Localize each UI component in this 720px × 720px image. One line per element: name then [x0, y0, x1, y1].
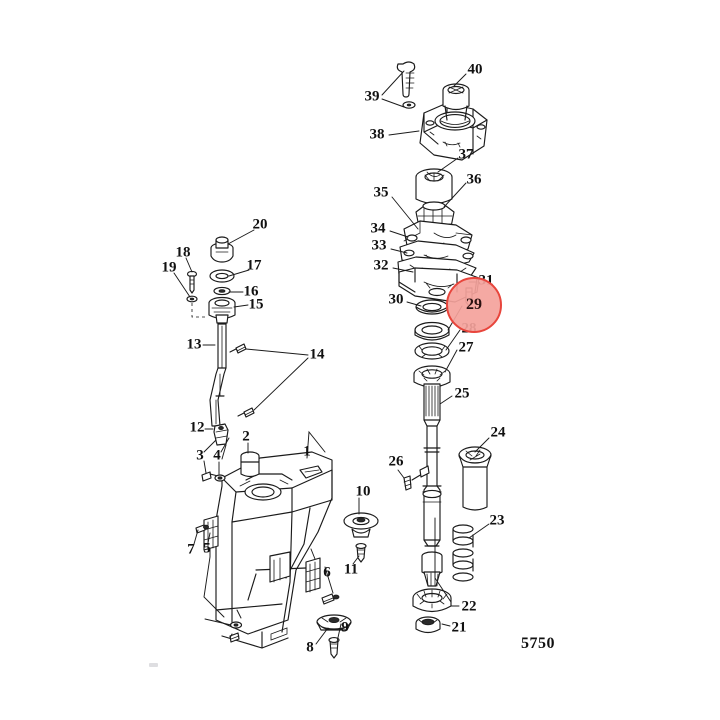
part-3-4-bolts-upper [201, 471, 226, 482]
part-20-shift-shaft-bushing [210, 236, 234, 263]
diagram-id-code: 5750 [521, 635, 555, 652]
highlight-callout-number: 29 [466, 296, 482, 313]
part-30-oil-seal [415, 299, 449, 315]
callout-8[interactable]: 8 [306, 639, 314, 656]
callout-21[interactable]: 21 [451, 619, 467, 636]
callout-6[interactable]: 6 [323, 564, 331, 581]
callout-30[interactable]: 30 [388, 291, 404, 308]
callout-14[interactable]: 14 [309, 346, 325, 363]
callout-22[interactable]: 22 [461, 598, 477, 615]
part-3-4-bolts-lower [229, 621, 243, 643]
leader-29 [447, 305, 463, 331]
callout-23[interactable]: 23 [489, 512, 505, 529]
part-7-screw [195, 524, 209, 534]
part-13-shift-shaft [209, 323, 227, 427]
part-10-11-washer-bolt [343, 512, 379, 563]
callout-5[interactable]: 5 [203, 540, 211, 557]
artifact-speck [149, 663, 158, 667]
callout-38[interactable]: 38 [369, 126, 385, 143]
callout-9[interactable]: 9 [341, 619, 349, 636]
callout-4[interactable]: 4 [213, 447, 221, 464]
callout-37[interactable]: 37 [458, 146, 474, 163]
part-6-screw [321, 593, 340, 605]
part-37-impeller [415, 168, 453, 205]
part-29-oil-seal-highlighted [414, 321, 450, 341]
part-39-bolt-washer [396, 61, 416, 109]
callout-27[interactable]: 27 [458, 339, 474, 356]
part-38-bearing-carrier [419, 102, 488, 161]
callout-15[interactable]: 15 [248, 296, 264, 313]
callout-33[interactable]: 33 [371, 237, 387, 254]
callout-28[interactable]: 28 [461, 320, 477, 337]
part-25-drive-shaft [421, 383, 443, 587]
part-28-retaining-ring [414, 342, 450, 360]
part-24-drive-shaft-bushing [458, 446, 492, 511]
callout-10[interactable]: 10 [355, 483, 371, 500]
part-21-pinion-nut [415, 616, 441, 634]
callout-1[interactable]: 1 [303, 443, 311, 460]
callout-39[interactable]: 39 [364, 88, 380, 105]
callout-18[interactable]: 18 [175, 244, 191, 261]
part-27-ball-bearing [413, 365, 451, 388]
callout-25[interactable]: 25 [454, 385, 470, 402]
part-18-screw [186, 270, 198, 294]
callout-16[interactable]: 16 [243, 283, 259, 300]
callout-40[interactable]: 40 [467, 61, 483, 78]
part-22-pinion-gear [412, 588, 452, 613]
part-15-bushing-assembly [208, 296, 236, 324]
callout-31[interactable]: 31 [478, 272, 494, 289]
callout-36[interactable]: 36 [466, 171, 482, 188]
callout-12[interactable]: 12 [189, 419, 205, 436]
part-40-water-tube-fitting [442, 83, 470, 121]
part-8-9-trim-tab [316, 614, 352, 659]
part-14-pins [229, 343, 255, 418]
callout-7[interactable]: 7 [187, 541, 195, 558]
part-5-anode-upper [203, 515, 219, 551]
callout-26[interactable]: 26 [388, 453, 404, 470]
callout-13[interactable]: 13 [186, 336, 202, 353]
part-1-gear-housing [215, 451, 333, 649]
callout-34[interactable]: 34 [370, 220, 386, 237]
callout-35[interactable]: 35 [373, 184, 389, 201]
part-2-water-tube-seal [240, 451, 260, 478]
part-19-washer [186, 295, 206, 318]
part-12-shift-cam [213, 423, 229, 446]
callout-3[interactable]: 3 [196, 447, 204, 464]
callout-24[interactable]: 24 [490, 424, 506, 441]
part-17-o-ring [209, 269, 235, 283]
leader-lines [173, 70, 490, 645]
callout-2[interactable]: 2 [242, 428, 250, 445]
part-23-spring [452, 524, 474, 582]
callout-11[interactable]: 11 [343, 561, 359, 578]
callout-19[interactable]: 19 [161, 259, 177, 276]
part-26-pin [403, 465, 430, 491]
part-5-anode-lower [305, 557, 321, 593]
callout-20[interactable]: 20 [252, 216, 268, 233]
callout-32[interactable]: 32 [373, 257, 389, 274]
callout-17[interactable]: 17 [246, 257, 262, 274]
part-16-washer [213, 286, 231, 296]
